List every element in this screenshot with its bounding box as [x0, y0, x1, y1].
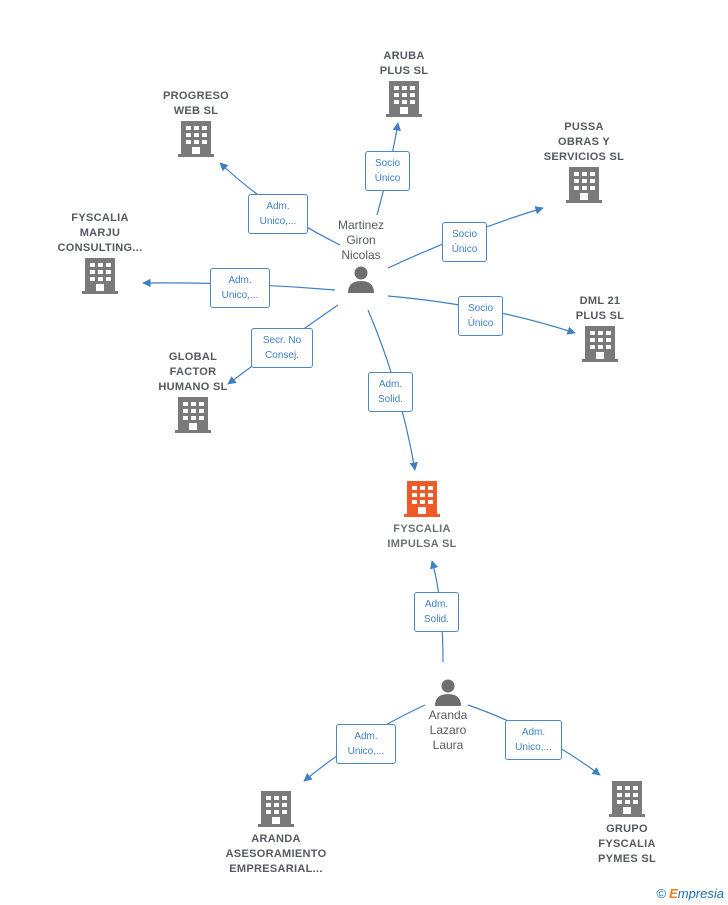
- edge-label-impulsa-bottom[interactable]: Adm. Solid.: [414, 592, 459, 632]
- edge-label-progreso[interactable]: Adm. Unico,...: [248, 194, 308, 234]
- company-fyscalia-marju[interactable]: FYSCALIA MARJU CONSULTING...: [30, 211, 170, 299]
- edge-label-grupo[interactable]: Adm. Unico,...: [505, 720, 562, 760]
- company-progreso-web[interactable]: PROGRESO WEB SL: [126, 89, 266, 162]
- building-icon: [404, 481, 440, 517]
- company-label: PUSSA OBRAS Y SERVICIOS SL: [543, 121, 625, 163]
- brand-initial: E: [669, 886, 678, 901]
- building-icon: [582, 326, 618, 362]
- edge-label-aranda[interactable]: Adm. Unico,...: [336, 724, 396, 764]
- building-icon: [386, 81, 422, 117]
- company-label: FYSCALIA MARJU CONSULTING...: [57, 212, 143, 254]
- edge-label-aruba[interactable]: Socio Único: [365, 151, 410, 191]
- company-label: DML 21 PLUS SL: [575, 295, 625, 322]
- person-icon: [435, 679, 461, 706]
- edge-label-global[interactable]: Secr. No Consej.: [251, 328, 313, 368]
- edge-label-dml[interactable]: Socio Único: [458, 296, 503, 336]
- company-aruba-plus[interactable]: ARUBA PLUS SL: [334, 49, 474, 122]
- building-icon: [82, 258, 118, 294]
- edge-label-pussa[interactable]: Socio Único: [442, 222, 487, 262]
- edge-label-impulsa-top[interactable]: Adm. Solid.: [368, 372, 413, 412]
- person-icon: [348, 266, 374, 293]
- company-label: FYSCALIA IMPULSA SL: [387, 523, 457, 550]
- company-label: ARUBA PLUS SL: [379, 50, 429, 77]
- building-icon: [566, 167, 602, 203]
- copyright-symbol: ©: [656, 886, 667, 901]
- brand-name: mpresia: [677, 886, 724, 901]
- person-aranda-lazaro-laura[interactable]: Aranda Lazaro Laura: [393, 676, 503, 753]
- company-label: GLOBAL FACTOR HUMANO SL: [158, 351, 228, 393]
- edge-label-marju[interactable]: Adm. Unico,...: [210, 268, 270, 308]
- company-dml-21-plus[interactable]: DML 21 PLUS SL: [530, 294, 670, 367]
- company-pussa-obras[interactable]: PUSSA OBRAS Y SERVICIOS SL: [514, 120, 654, 208]
- building-icon: [609, 781, 645, 817]
- person-martinez-giron-nicolas[interactable]: Martinez Giron Nicolas: [306, 218, 416, 295]
- building-icon: [258, 791, 294, 827]
- company-global-factor[interactable]: GLOBAL FACTOR HUMANO SL: [123, 350, 263, 438]
- company-fyscalia-impulsa[interactable]: FYSCALIA IMPULSA SL: [352, 479, 492, 552]
- company-label: ARANDA ASESORAMIENTO EMPRESARIAL...: [225, 833, 327, 875]
- brand-footer: ©Empresia: [656, 886, 724, 901]
- company-label: GRUPO FYSCALIA PYMES SL: [597, 823, 657, 865]
- person-label: Martinez Giron Nicolas: [337, 218, 384, 262]
- company-label: PROGRESO WEB SL: [163, 90, 229, 117]
- building-icon: [175, 397, 211, 433]
- company-aranda-asesoramiento[interactable]: ARANDA ASESORAMIENTO EMPRESARIAL...: [206, 789, 346, 877]
- company-grupo-fyscalia-pymes[interactable]: GRUPO FYSCALIA PYMES SL: [557, 779, 697, 867]
- building-icon: [178, 121, 214, 157]
- person-label: Aranda Lazaro Laura: [428, 708, 468, 752]
